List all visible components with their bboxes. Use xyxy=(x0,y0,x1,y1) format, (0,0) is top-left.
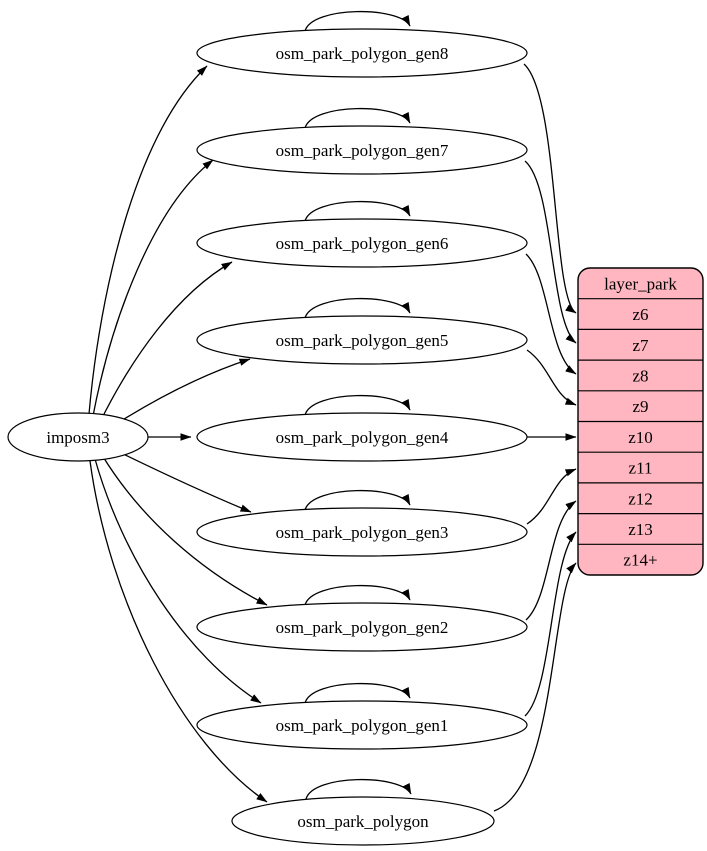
layer-park-row-z14plus: z14+ xyxy=(623,551,657,570)
osm_park_polygon_gen4-label: osm_park_polygon_gen4 xyxy=(276,428,449,447)
node-imposm3: imposm3 xyxy=(7,412,149,462)
osm_park_polygon_gen5-label: osm_park_polygon_gen5 xyxy=(276,331,449,350)
osm_park_polygon_gen2-label: osm_park_polygon_gen2 xyxy=(276,618,449,637)
edge-osm_park_polygon_gen3-to-z11 xyxy=(526,468,577,525)
edge-imposm3-to-osm_park_polygon_gen8 xyxy=(88,65,208,415)
layer-park-row-z7: z7 xyxy=(632,336,649,355)
self-loop-osm_park_polygon_gen8 xyxy=(304,10,411,32)
layer-park-row-z11: z11 xyxy=(629,459,653,478)
self-loop-osm_park_polygon_gen4 xyxy=(304,394,411,416)
node-osm_park_polygon_gen3: osm_park_polygon_gen3 xyxy=(196,507,528,557)
self-loop-osm_park_polygon_gen2 xyxy=(304,584,411,606)
osm_park_polygon_gen6-ellipse xyxy=(196,218,528,268)
osm_park_polygon-ellipse xyxy=(231,796,495,846)
edge-osm_park_polygon_gen5-to-z9 xyxy=(526,349,577,406)
node-osm_park_polygon_gen8: osm_park_polygon_gen8 xyxy=(196,28,528,78)
osm_park_polygon_gen8-ellipse xyxy=(196,28,528,78)
osm_park_polygon_gen3-label: osm_park_polygon_gen3 xyxy=(276,523,449,542)
osm_park_polygon_gen4-ellipse xyxy=(196,412,528,462)
edge-osm_park_polygon_gen7-to-z7 xyxy=(524,160,577,344)
osm_park_polygon_gen5-ellipse xyxy=(196,315,528,365)
edge-osm_park_polygon-to-z14+ xyxy=(493,562,577,812)
osm_park_polygon_gen2-ellipse xyxy=(196,602,528,652)
self-loop-osm_park_polygon_gen6 xyxy=(304,200,411,222)
node-layer-park: layer_park z6 z7 z8 z9 z10 z11 z12 z13 z14+ xyxy=(577,267,704,576)
edge-imposm3-to-osm_park_polygon_gen6 xyxy=(100,261,233,421)
node-osm_park_polygon_gen6: osm_park_polygon_gen6 xyxy=(196,218,528,268)
osm_park_polygon_gen1-ellipse xyxy=(196,700,528,750)
node-osm_park_polygon_gen5: osm_park_polygon_gen5 xyxy=(196,315,528,365)
self-loop-osm_park_polygon xyxy=(305,778,412,800)
edge-imposm3-to-osm_park_polygon_gen2 xyxy=(101,454,268,606)
osm_park_polygon_gen3-ellipse xyxy=(196,507,528,557)
imposm3-ellipse xyxy=(7,412,149,462)
self-loop-osm_park_polygon_gen5 xyxy=(304,297,411,319)
layer-park-row-z6: z6 xyxy=(632,305,648,324)
osm_park_polygon_gen7-ellipse xyxy=(196,125,528,175)
edge-osm_park_polygon_gen2-to-z12 xyxy=(525,500,577,621)
layer-park-row-z12: z12 xyxy=(628,489,653,508)
edge-osm_park_polygon_gen1-to-z13 xyxy=(524,531,577,717)
layer-park-header: layer_park xyxy=(604,274,677,293)
osm_park_polygon_gen8-label: osm_park_polygon_gen8 xyxy=(276,44,449,63)
layer-park-row-z8: z8 xyxy=(632,366,648,385)
imposm3-label: imposm3 xyxy=(46,428,109,447)
node-osm_park_polygon_gen2: osm_park_polygon_gen2 xyxy=(196,602,528,652)
edge-imposm3-to-osm_park_polygon xyxy=(89,460,268,803)
layer-park-row-z10: z10 xyxy=(628,428,653,447)
osm_park_polygon-label: osm_park_polygon xyxy=(297,812,429,831)
self-loop-osm_park_polygon_gen7 xyxy=(304,107,411,129)
self-loop-osm_park_polygon_gen3 xyxy=(304,489,411,511)
node-osm_park_polygon_gen4: osm_park_polygon_gen4 xyxy=(196,412,528,462)
node-osm_park_polygon_gen7: osm_park_polygon_gen7 xyxy=(196,125,528,175)
layer-park-row-z13: z13 xyxy=(628,520,653,539)
osm_park_polygon_gen1-label: osm_park_polygon_gen1 xyxy=(276,716,449,735)
edge-imposm3-to-osm_park_polygon_gen5 xyxy=(112,358,251,427)
edge-imposm3-to-osm_park_polygon_gen1 xyxy=(94,458,262,704)
node-osm_park_polygon_gen1: osm_park_polygon_gen1 xyxy=(196,700,528,750)
edge-imposm3-to-osm_park_polygon_gen3 xyxy=(112,448,252,513)
osm_park_polygon_gen6-label: osm_park_polygon_gen6 xyxy=(276,234,449,253)
edge-osm_park_polygon_gen6-to-z8 xyxy=(525,253,577,375)
edge-imposm3-to-osm_park_polygon_gen7 xyxy=(92,159,214,417)
self-loop-osm_park_polygon_gen1 xyxy=(304,682,411,704)
layer-park-row-z9: z9 xyxy=(632,397,648,416)
node-osm_park_polygon: osm_park_polygon xyxy=(231,796,495,846)
osm_park_polygon_gen7-label: osm_park_polygon_gen7 xyxy=(276,141,449,160)
edge-osm_park_polygon_gen8-to-z6 xyxy=(523,63,577,314)
